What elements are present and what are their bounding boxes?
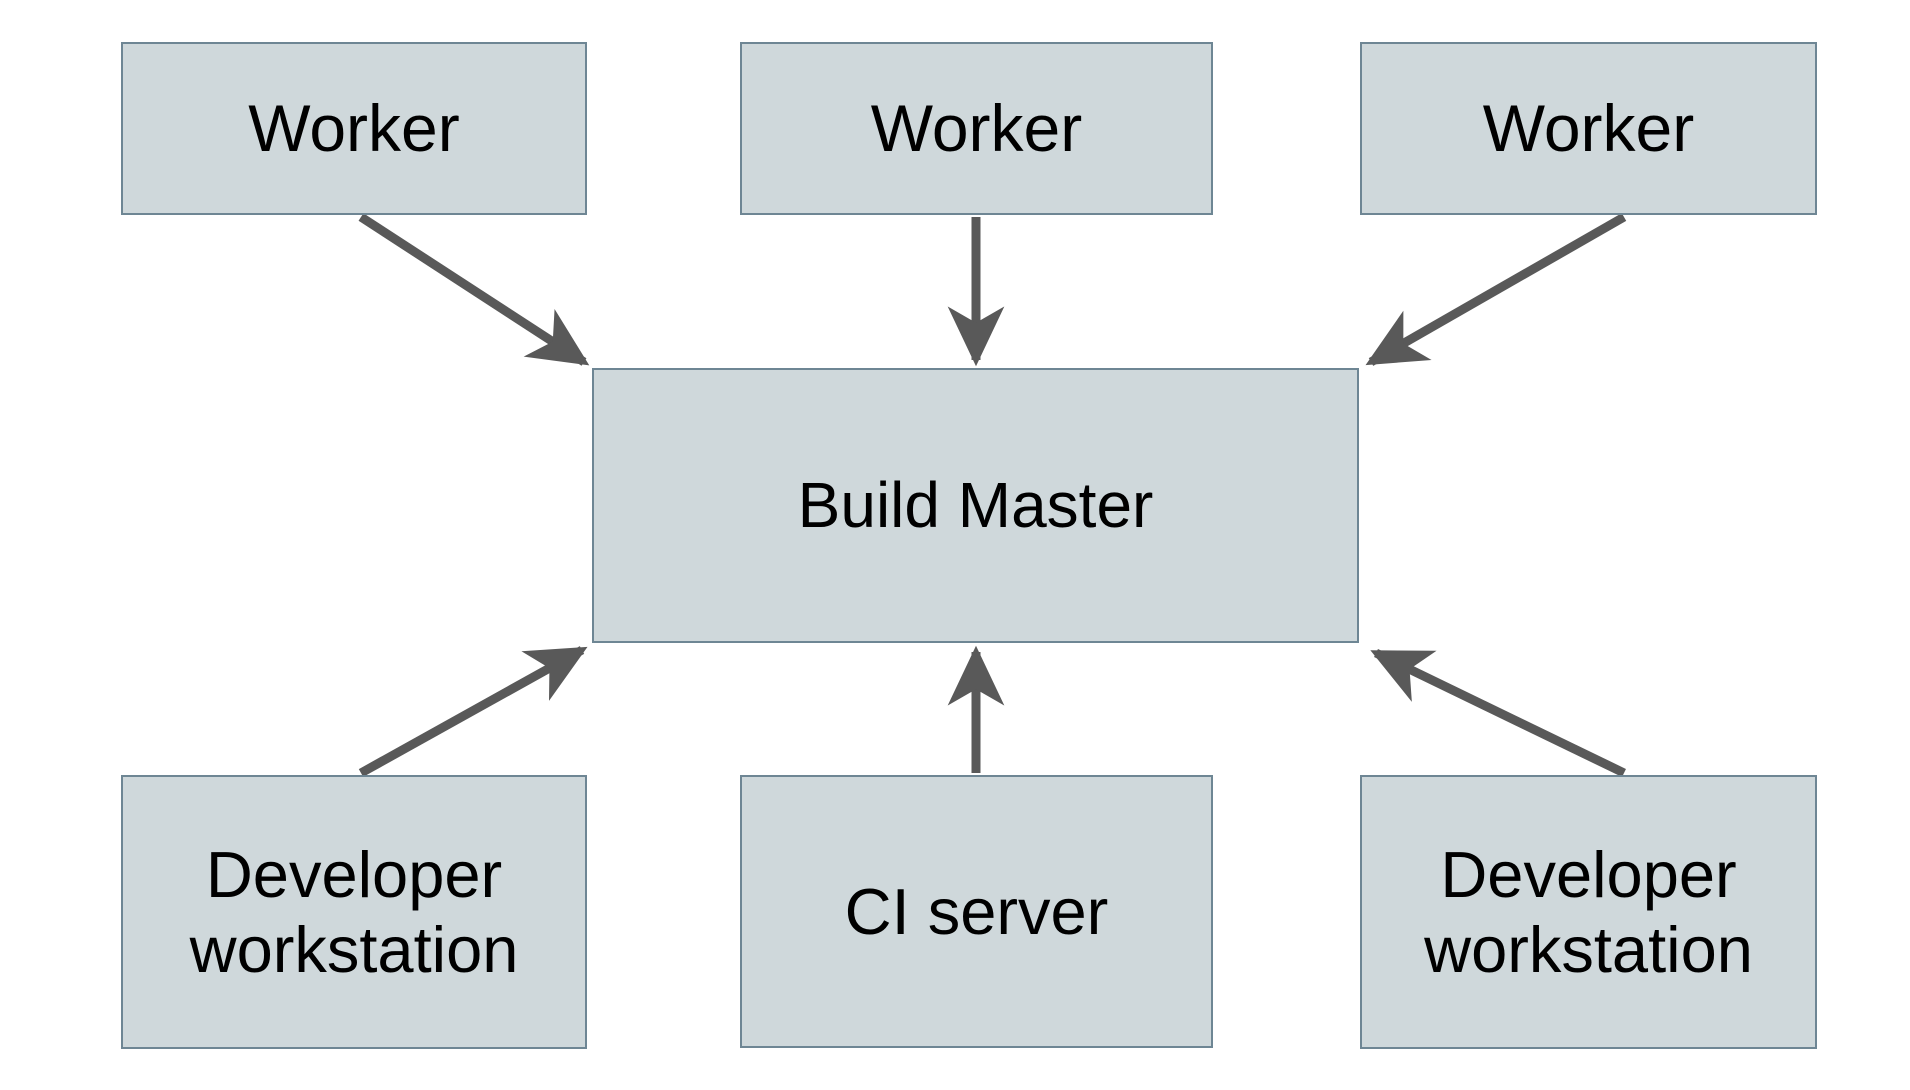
node-build-master[interactable]: Build Master [592,368,1359,643]
node-developer-workstation-1-label: Developer workstation [189,837,519,986]
node-ci-server-label: CI server [844,874,1109,948]
node-developer-workstation-2-label: Developer workstation [1424,837,1753,986]
node-worker-3[interactable]: Worker [1360,42,1817,215]
node-worker-1-label: Worker [248,91,460,166]
node-worker-2-label: Worker [870,91,1083,166]
node-developer-workstation-1[interactable]: Developer workstation [121,775,587,1049]
node-build-master-label: Build Master [797,469,1154,542]
edge-dev-workstation2-to-build-master [1370,648,1626,778]
node-worker-1[interactable]: Worker [121,42,587,215]
edge-worker1-to-build-master [358,213,590,366]
node-developer-workstation-2[interactable]: Developer workstation [1360,775,1817,1049]
node-ci-server[interactable]: CI server [740,775,1213,1048]
node-worker-3-label: Worker [1482,91,1695,166]
node-worker-2[interactable]: Worker [740,42,1213,215]
edge-dev-workstation1-to-build-master [358,646,588,777]
edge-worker3-to-build-master [1365,213,1627,366]
